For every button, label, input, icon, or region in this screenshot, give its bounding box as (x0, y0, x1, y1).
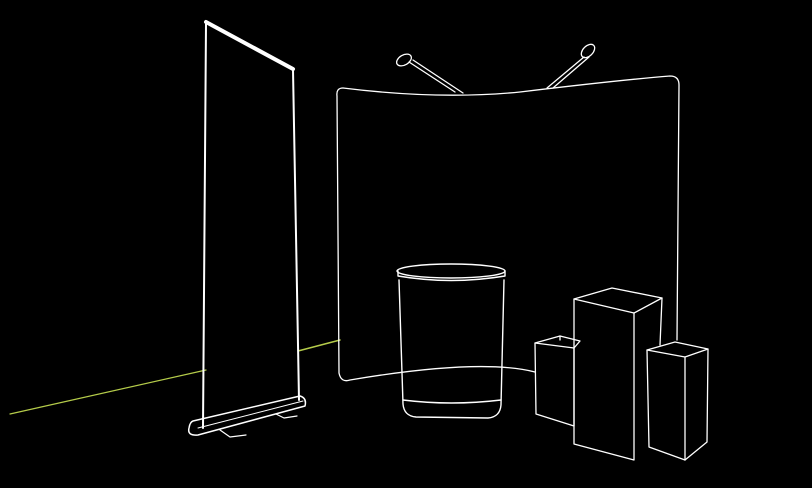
spotlight-left (395, 53, 464, 94)
roll-up-banner (187, 20, 307, 438)
floor-line (9, 339, 341, 415)
spotlight-right (546, 43, 596, 89)
curved-backwall (336, 75, 680, 382)
plinth-medium (646, 341, 709, 461)
plinth-tall (573, 287, 663, 461)
plinth-small (534, 335, 581, 427)
counter (396, 263, 506, 419)
